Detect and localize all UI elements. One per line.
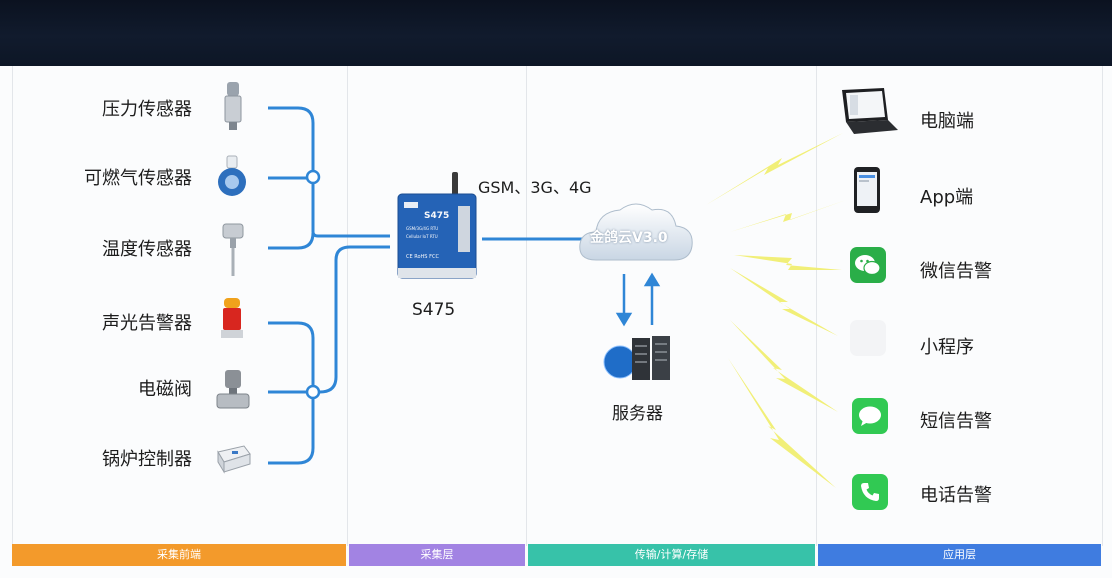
app-label-phone: 电话告警 [920, 485, 992, 506]
junction-node-top [305, 169, 321, 185]
server-arrows [615, 272, 661, 327]
wire-temp-sensor [268, 232, 315, 250]
server-label: 服务器 [612, 404, 663, 424]
phone-call-icon [852, 474, 888, 510]
cloud-icon [574, 198, 698, 270]
lightning-bolts [706, 133, 846, 488]
app-label-pc: 电脑端 [920, 111, 974, 132]
wire-top-trunk [268, 106, 390, 238]
column-divider [526, 66, 527, 546]
layer-bar-front-end: 采集前端 [12, 544, 346, 566]
alarm-light-icon [218, 296, 246, 342]
sensor-label-temperature: 温度传感器 [102, 239, 192, 260]
device-panel-cert: CE RoHS FCC [406, 254, 439, 260]
app-label-app: App端 [920, 187, 974, 208]
layer-bar-transfer: 传输/计算/存储 [528, 544, 815, 566]
wechat-icon [850, 247, 886, 283]
cloud-label: 金鸽云V3.0 [590, 230, 668, 246]
app-label-sms: 短信告警 [920, 411, 992, 432]
layer-bar-application: 应用层 [818, 544, 1101, 566]
lightning-bolt [730, 268, 838, 336]
boiler-controller-icon [214, 444, 252, 474]
gas-sensor-icon [214, 154, 250, 200]
lightning-bolt [728, 358, 836, 488]
column-divider [816, 66, 817, 546]
sensor-label-boiler: 锅炉控制器 [102, 449, 192, 470]
network-label: GSM、3G、4G [478, 178, 592, 197]
mini-program-icon [850, 320, 886, 356]
column-divider [347, 66, 348, 546]
sensor-label-valve: 电磁阀 [138, 379, 192, 400]
sms-icon [852, 398, 888, 434]
arrow-down-head [615, 312, 633, 327]
column-divider [12, 66, 13, 546]
server-icon [600, 334, 676, 384]
pressure-sensor-icon [216, 80, 250, 134]
temperature-sensor-icon [220, 222, 246, 278]
laptop-icon [838, 86, 900, 138]
lightning-bolt [706, 133, 843, 205]
diagram-canvas [0, 66, 1112, 578]
device-name-label: S475 [412, 300, 456, 320]
app-label-wechat: 微信告警 [920, 261, 992, 282]
sensor-label-alarm: 声光告警器 [102, 313, 192, 334]
solenoid-valve-icon [214, 368, 252, 414]
layer-bar-collection: 采集层 [349, 544, 525, 566]
device-panel-line-2: Cellular IoT RTU [406, 234, 438, 239]
app-label-mini-program: 小程序 [920, 337, 974, 358]
device-panel-model: S475 [424, 211, 449, 221]
smartphone-icon [852, 166, 882, 214]
sensor-label-gas: 可燃气传感器 [84, 168, 192, 189]
wire-bottom-link [313, 245, 390, 394]
arrow-up-head [643, 272, 661, 287]
device-panel-line-1: GSM/3G/4G RTU [406, 226, 438, 231]
lightning-bolt [730, 320, 838, 412]
top-banner [0, 0, 1112, 66]
sensor-label-pressure: 压力传感器 [102, 99, 192, 120]
sensor-wires [268, 106, 582, 465]
lightning-bolt [730, 200, 846, 232]
junction-node-bottom [305, 384, 321, 400]
column-divider [1102, 66, 1103, 546]
s475-device-icon: S475 GSM/3G/4G RTU Cellular IoT RTU CE R… [394, 172, 480, 282]
lightning-bolt [734, 255, 842, 270]
